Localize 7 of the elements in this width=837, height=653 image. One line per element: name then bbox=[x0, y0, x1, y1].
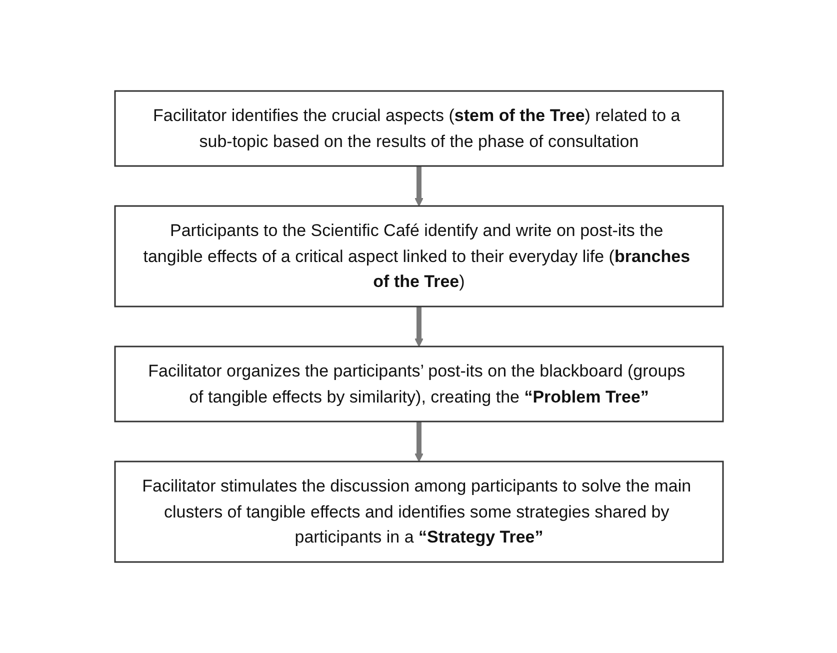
node-box: Facilitator identifies the crucial aspects (stem of the Tree) related to a sub-topic based on the results of the phase of consultation bbox=[114, 90, 724, 167]
arrow bbox=[414, 422, 423, 462]
arrow bbox=[414, 306, 423, 347]
arrow bbox=[414, 166, 423, 206]
node-box: Participants to the Scientific Café identify and write on post-its the tangible effects of a critical aspect linked to their everyday life (branches of the Tree) bbox=[114, 205, 724, 308]
node-box: Facilitator stimulates the discussion among participants to solve the main clusters of tangible effects and identifies some strategies shared by participants in a “Strategy Tree” bbox=[114, 460, 724, 563]
node-box: Facilitator organizes the participants’ post-its on the blackboard (groups of tangible effects by similarity), creating the “Problem Tree” bbox=[114, 346, 724, 422]
